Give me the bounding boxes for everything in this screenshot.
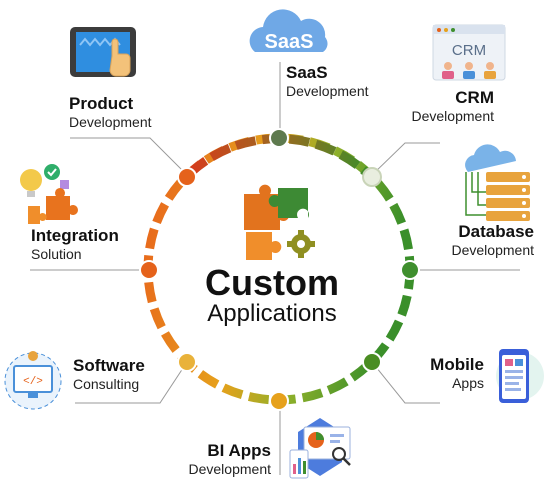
service-bi: BI Apps Development (189, 441, 272, 477)
service-subtitle: Apps (452, 374, 484, 391)
node-crm (362, 167, 382, 187)
service-integration: Integration Solution (31, 226, 119, 262)
service-software: Software Consulting (73, 356, 145, 392)
service-title: Software (73, 356, 145, 375)
node-product (177, 167, 197, 187)
node-software (177, 352, 197, 372)
service-database: Database Development (452, 222, 535, 258)
saas-icon-text: SaaS (265, 31, 314, 53)
code-monitor-icon: </> (4, 351, 62, 410)
service-title: Database (458, 222, 534, 241)
service-subtitle: Consulting (73, 375, 140, 392)
mobile-phone-icon (496, 349, 544, 403)
service-title: SaaS (286, 63, 328, 82)
service-subtitle: Development (451, 241, 535, 258)
puzzle-gear-icon (244, 184, 315, 260)
service-subtitle: Development (69, 113, 152, 130)
node-database (400, 260, 420, 280)
connector-mobile (371, 361, 440, 404)
node-saas (269, 128, 289, 148)
code-glyph: </> (23, 376, 43, 388)
service-title: Product (69, 94, 134, 113)
crm-team-icon: CRM (432, 24, 506, 81)
bi-dashboard-icon (289, 418, 351, 479)
service-mobile: Mobile Apps (430, 355, 484, 391)
integration-puzzle-icon (20, 164, 79, 224)
saas-cloud-icon: SaaS (249, 9, 328, 53)
connector-product (70, 137, 188, 176)
service-product: Product Development (69, 94, 152, 130)
service-subtitle: Development (411, 107, 495, 124)
service-saas: SaaS Development (286, 63, 369, 99)
tablet-touch-icon (70, 27, 136, 77)
node-mobile (362, 352, 382, 372)
database-server-icon (465, 144, 530, 221)
service-title: CRM (455, 88, 494, 107)
crm-icon-text: CRM (452, 42, 486, 59)
service-crm: CRM Development (412, 88, 495, 124)
service-title: BI Apps (207, 441, 271, 460)
connector-crm (371, 142, 440, 176)
service-subtitle: Solution (31, 245, 82, 262)
connector-lines (30, 62, 520, 475)
hub-title: Custom (205, 262, 339, 303)
node-bi (269, 391, 289, 411)
service-title: Mobile (430, 355, 484, 374)
service-title: Integration (31, 226, 119, 245)
hub-subtitle: Applications (207, 300, 337, 327)
service-subtitle: Development (286, 82, 369, 99)
node-integration (139, 260, 159, 280)
service-subtitle: Development (188, 460, 272, 477)
connector-software (75, 361, 188, 404)
